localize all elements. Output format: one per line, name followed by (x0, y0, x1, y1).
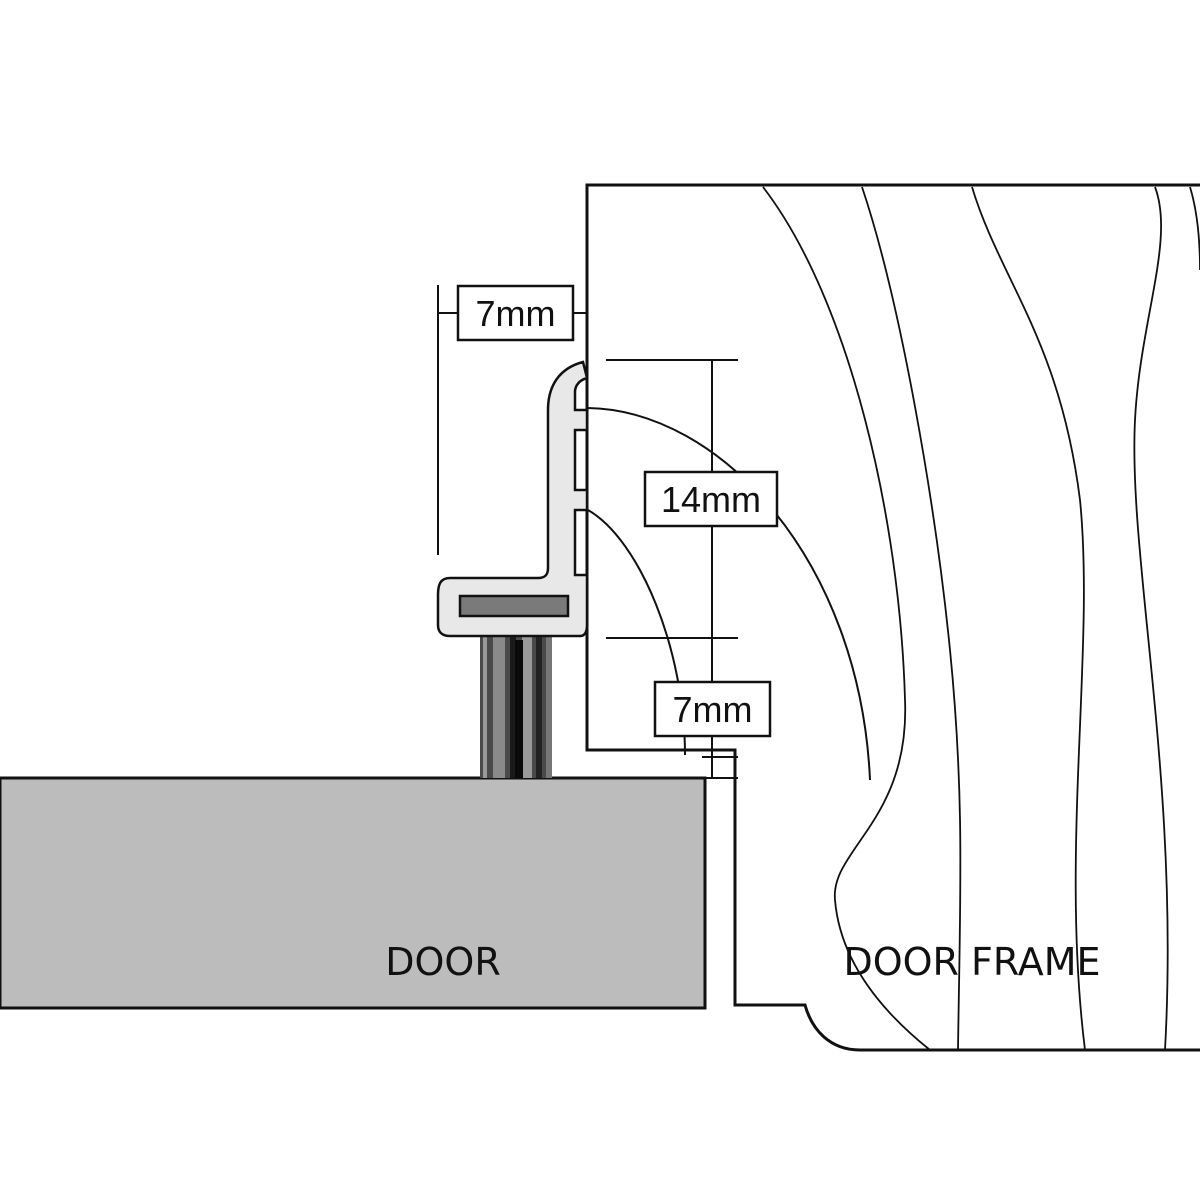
label-seal-height: 14mm (643, 470, 779, 528)
door-label: DOOR (385, 940, 500, 984)
door-frame-outline (585, 183, 1200, 1052)
door-slab (0, 776, 707, 1010)
label-gap: 7mm (653, 680, 772, 738)
label-seal-width: 7mm (456, 284, 575, 342)
seal-width-text: 7mm (476, 293, 556, 334)
wood-grain (762, 186, 1200, 1051)
gap-text: 7mm (673, 689, 753, 730)
dimension-seal-width (437, 285, 588, 555)
door-frame-label: DOOR FRAME (843, 940, 1100, 984)
seal-height-text: 14mm (661, 479, 761, 520)
seal-insert (458, 594, 570, 618)
seal-carrier (436, 360, 589, 638)
brush-bristles (480, 612, 552, 778)
